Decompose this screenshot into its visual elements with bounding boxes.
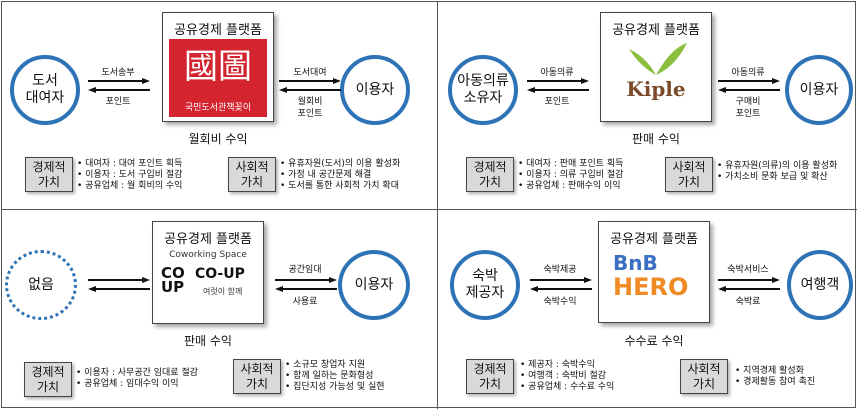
- arrow-label-lodging-service: 숙박서비스: [727, 265, 769, 275]
- economic-value-box: 경제적 가치: [25, 157, 73, 192]
- coworking-caption: Coworking Space: [169, 250, 247, 260]
- co-up-brand: CO-UP: [195, 266, 245, 282]
- vertical-divider: [437, 1, 438, 409]
- social-value-box: 사회적 가치: [233, 359, 281, 394]
- platform-box: 공유경제 플랫폼 BnB HERO: [598, 221, 710, 323]
- node-none: 없음: [5, 250, 77, 320]
- arrow-label-purchase-point: 구매비 포인트: [735, 97, 761, 119]
- node-user: 이용자: [338, 250, 410, 320]
- kiple-logo: Kiple: [607, 39, 705, 117]
- book-logo: 國圖 국민도서관책꽂이: [169, 39, 267, 117]
- arrow-label-lodging-income: 숙박수익: [543, 297, 577, 307]
- arrow-label-clothing: 아동의류: [540, 68, 574, 78]
- economic-value-list: 대여자 : 대여 포인트 획득이용자 : 도서 구입비 절감공유업체 : 월 회…: [77, 159, 182, 192]
- arrow-label-book-rent: 도서대여: [293, 68, 327, 78]
- node-lodging-provider: 숙박 제공자: [450, 250, 520, 320]
- economic-value-box: 경제적 가치: [466, 359, 514, 394]
- bnb-logo-top: BnB: [613, 251, 658, 275]
- arrow-label-point: 포인트: [544, 97, 570, 107]
- social-value-list: 소규모 창업자 지원함께 일하는 문화형성집단지성 가능성 및 실현: [285, 360, 384, 393]
- arrow-label-space-rent: 공간임대: [288, 265, 322, 275]
- double-arrow-right: [279, 78, 341, 93]
- revenue-label: 월회비 수익: [188, 132, 248, 146]
- revenue-label: 수수료 수익: [624, 334, 684, 348]
- node-traveler: 여행객: [787, 250, 853, 320]
- economic-value-list: 대여자 : 판매 포인트 획득이용자 : 의류 구입비 절감공유업체 : 판매수…: [518, 159, 623, 192]
- platform-box: 공유경제 플랫폼 國圖 국민도서관책꽂이: [162, 12, 274, 122]
- double-arrow-right: [718, 78, 780, 93]
- social-value-list: 지역경제 활성화경제활동 참여 촉진: [735, 366, 815, 388]
- bnb-logo-bottom: HERO: [613, 273, 689, 301]
- platform-title: 공유경제 플랫폼: [174, 23, 262, 38]
- arrow-label-fee-point: 월회비 포인트: [297, 97, 323, 119]
- node-book-lender: 도서 대여자: [10, 55, 80, 125]
- arrow-label-clothing-right: 아동의류: [731, 68, 765, 78]
- double-arrow-left: [88, 78, 150, 93]
- node-user: 이용자: [340, 55, 410, 125]
- platform-title: 공유경제 플랫폼: [612, 23, 700, 38]
- arrow-label-lodging-fee: 숙박료: [735, 297, 761, 307]
- leaf-icon: [629, 43, 687, 75]
- revenue-label: 판매 수익: [632, 132, 680, 146]
- economic-value-box: 경제적 가치: [24, 362, 72, 397]
- social-value-list: 유휴자원(도서)의 이용 활성화가정 내 공간문제 해결도서를 통한 사회적 가…: [280, 159, 400, 192]
- social-value-box: 사회적 가치: [665, 157, 713, 192]
- horizontal-divider: [1, 209, 857, 210]
- revenue-label: 판매 수익: [184, 334, 232, 348]
- economic-value-box: 경제적 가치: [466, 157, 514, 192]
- co-up-tagline: 여럿이 함께: [203, 287, 243, 296]
- double-arrow-right: [718, 277, 780, 292]
- social-value-list: 유휴자원(의류)의 이용 활성화가치소비 문화 보급 및 확산: [717, 161, 837, 183]
- node-clothing-owner: 아동의류 소유자: [448, 55, 518, 125]
- double-arrow-left: [527, 78, 589, 93]
- arrow-label-lodging-provide: 숙박제공: [543, 265, 577, 275]
- platform-title: 공유경제 플랫폼: [164, 232, 252, 247]
- platform-box: 공유경제 플랫폼 Kiple: [600, 12, 712, 122]
- economic-value-list: 이용자 : 사무공간 임대료 절감공유업체 : 임대수익 이익: [76, 368, 198, 390]
- arrow-label-book-send: 도서송부: [101, 68, 135, 78]
- double-arrow-right: [275, 277, 337, 292]
- arrow-label-point: 포인트: [105, 97, 131, 107]
- platform-title: 공유경제 플랫폼: [610, 232, 698, 247]
- node-user: 이용자: [785, 55, 853, 125]
- arrow-label-usage-fee: 사용료: [292, 297, 318, 307]
- double-arrow-left: [88, 277, 150, 292]
- social-value-box: 사회적 가치: [228, 157, 276, 192]
- economic-value-list: 제공자 : 숙박수익여행객 : 숙박비 절감공유업체 : 수수료 수익: [520, 360, 614, 393]
- social-value-box: 사회적 가치: [680, 359, 728, 394]
- double-arrow-left: [530, 277, 592, 292]
